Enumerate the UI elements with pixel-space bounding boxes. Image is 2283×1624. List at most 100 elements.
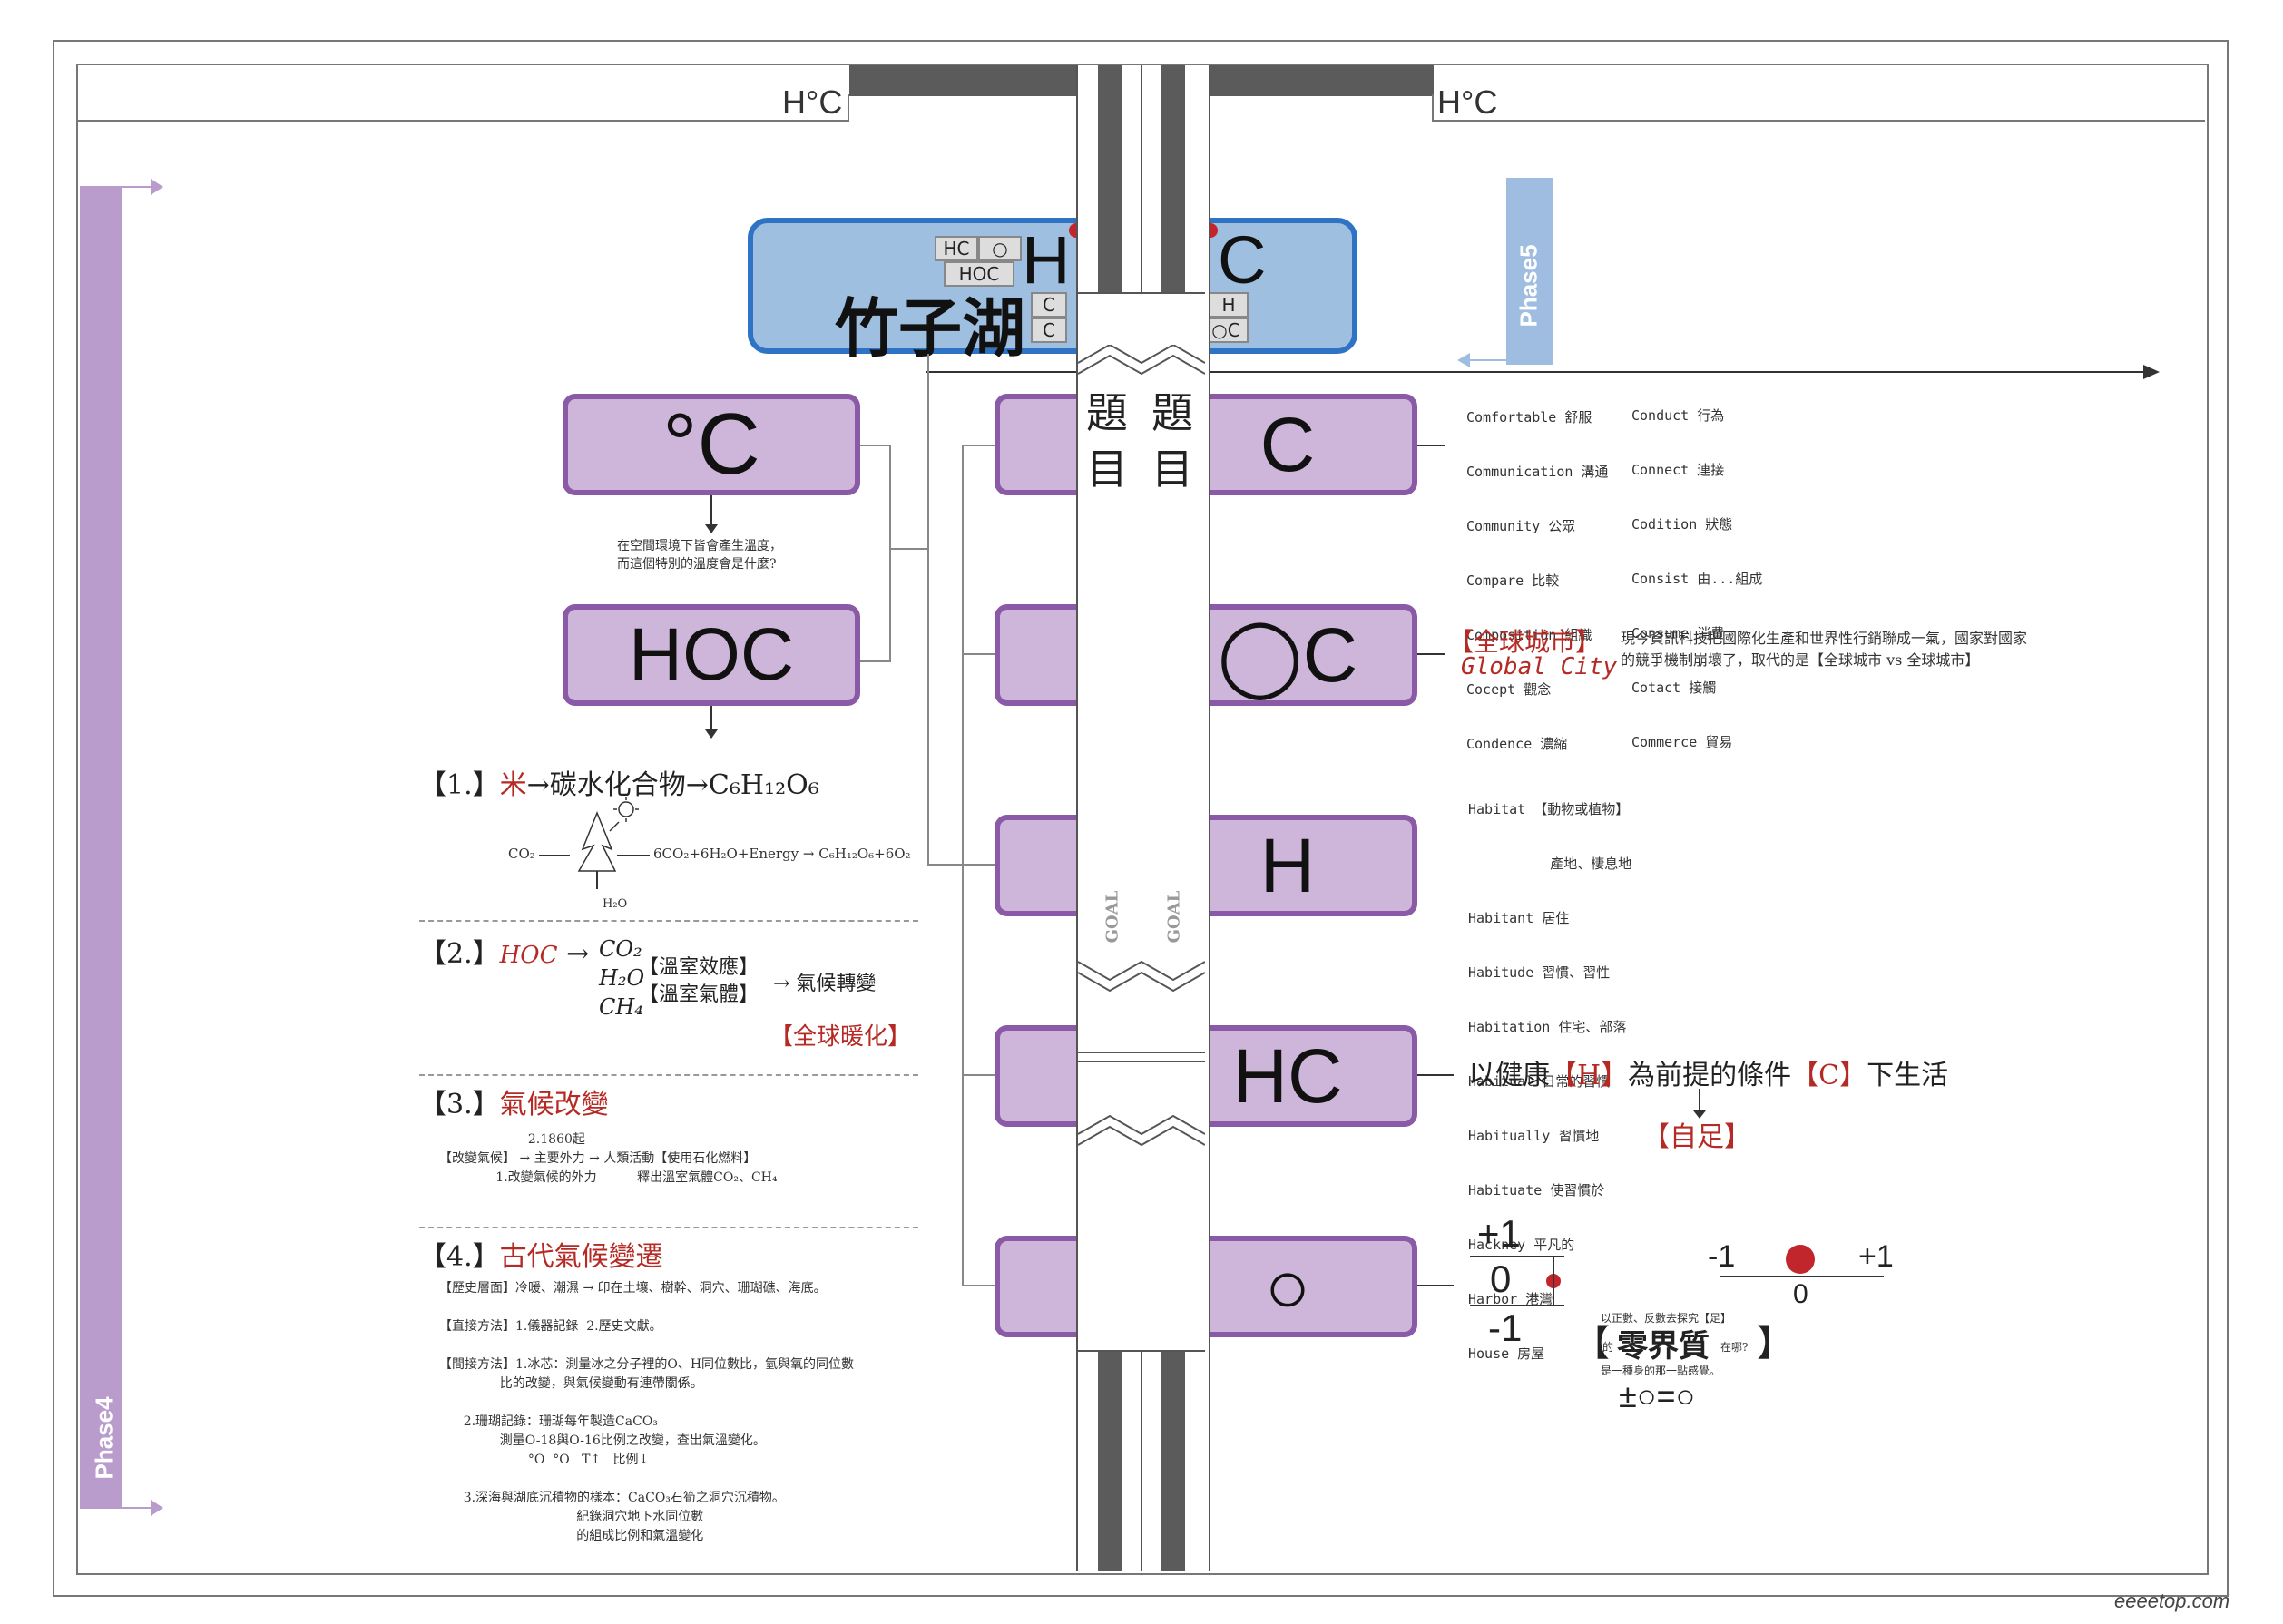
section3-title: 【3.】氣候改變 bbox=[419, 1081, 609, 1121]
tree-right-to-c bbox=[962, 445, 996, 446]
section3-divider bbox=[419, 1227, 918, 1228]
vocab-h-item: Habituate 使習慣於 bbox=[1468, 1182, 1605, 1198]
section2-divider bbox=[419, 1074, 918, 1076]
section1-title: 【1.】米→碳水化合物→C₆H₁₂O₆ bbox=[419, 762, 819, 802]
section4-title: 【4.】古代氣候變遷 bbox=[419, 1234, 663, 1274]
section3-num: 【3.】 bbox=[419, 1089, 500, 1120]
global-city-desc: 現今資訊科技把國際化生產和世界性行銷聯成一氣，國家對國家 的競爭機制崩壞了，取代… bbox=[1621, 630, 2028, 669]
tree-right-trunk bbox=[927, 548, 929, 866]
degree-c-arrow bbox=[710, 495, 712, 528]
section3-lines: 2.1860起 【改變氣候】 → 主要外力 → 人類活動【使用石化燃料】 1.改… bbox=[439, 1132, 778, 1185]
connector-o-zero bbox=[1417, 1285, 1454, 1286]
connector-hc-health bbox=[1417, 1074, 1454, 1076]
degree-c-arrow-head bbox=[705, 524, 718, 533]
section2-result: → 氣候轉變 bbox=[773, 973, 877, 995]
zero-formula: ±○=○ bbox=[1619, 1377, 1696, 1414]
box-degree-c: °C bbox=[563, 394, 860, 495]
vocab-c-item: Connect 連接 bbox=[1631, 462, 1725, 478]
section4-title-red: 古代氣候變遷 bbox=[499, 1241, 663, 1273]
health-line: 以健康【H】為前提的條件【C】下生活 bbox=[1468, 1052, 1948, 1092]
vocab-h-item: Habitant 居住 bbox=[1468, 910, 1570, 926]
health-mid: 為前提的條件 bbox=[1628, 1060, 1792, 1091]
axis-zero: 0 bbox=[1793, 1279, 1808, 1309]
header-tab-right-edge bbox=[1432, 94, 1434, 122]
vocab-h-item: House 房屋 bbox=[1468, 1345, 1545, 1362]
title-main: 竹子湖 bbox=[835, 290, 1025, 366]
header-tab-right bbox=[1207, 65, 1434, 96]
vocab-h-item: Harbor 港灣 bbox=[1468, 1291, 1553, 1307]
header-line-left bbox=[76, 120, 849, 122]
box-cycle-c-label: ◯C bbox=[1217, 612, 1358, 698]
logo-right: H°C bbox=[1437, 83, 1498, 121]
header-tab-left bbox=[849, 65, 1076, 96]
tree-right-to-oc bbox=[962, 653, 996, 655]
connector-c-vocab bbox=[1417, 445, 1445, 446]
tree-right-to-o bbox=[962, 1285, 996, 1286]
section2-gas-ch4: CH₄ bbox=[599, 994, 643, 1020]
section2-gas-h2o: H₂O bbox=[599, 965, 645, 991]
zero-title: 零界質 bbox=[1617, 1328, 1710, 1365]
health-arrow bbox=[1699, 1089, 1700, 1114]
section1-tree-icon bbox=[577, 797, 639, 889]
zero-bracket-right: 】 bbox=[1757, 1323, 1793, 1365]
phase5-arrow-head bbox=[1457, 353, 1470, 367]
timeline-line bbox=[926, 371, 2146, 373]
axis-plus1: +1 bbox=[1858, 1239, 1894, 1274]
zero-where: 在哪? bbox=[1720, 1341, 1749, 1354]
vocab-h-item: Hackney 平凡的 bbox=[1468, 1237, 1575, 1253]
vocab-c-item: Consume 消費 bbox=[1631, 625, 1725, 641]
tree-left-join bbox=[889, 548, 929, 550]
section2-gas-co2: CO₂ bbox=[599, 936, 642, 962]
zero-line-top bbox=[1470, 1256, 1564, 1257]
zero-line-bottom bbox=[1470, 1305, 1564, 1306]
title-chip-c2: C bbox=[1031, 318, 1067, 343]
inner-frame bbox=[76, 64, 2209, 1575]
health-tag: 【自足】 bbox=[1642, 1121, 1751, 1153]
vocab-c-item: Communication 溝通 bbox=[1466, 464, 1609, 480]
zero-of: 的 bbox=[1602, 1341, 1614, 1354]
strip-bar-2 bbox=[1161, 65, 1185, 292]
tree-trunk-top bbox=[927, 354, 929, 550]
health-post: 下生活 bbox=[1867, 1060, 1949, 1091]
phase5-bar bbox=[1506, 178, 1553, 365]
vocab-c-item: Comfortable 舒服 bbox=[1466, 409, 1592, 426]
axis-line bbox=[1720, 1276, 1884, 1277]
header-tab-left-edge bbox=[848, 94, 849, 122]
strip-title-left: 題目 bbox=[1086, 388, 1128, 494]
zero-small-top: 以正數、反數去探究【足】 bbox=[1601, 1312, 1732, 1325]
section2-gases: CO₂ H₂O CH₄ bbox=[599, 934, 644, 1022]
section2-num: 【2.】 bbox=[419, 938, 500, 970]
title-chip-oc: ○C bbox=[1203, 318, 1249, 343]
section2-bracket1: 【溫室效應】 bbox=[639, 956, 759, 979]
vocab-h-item: Habitat 【動物或植物】 bbox=[1468, 801, 1630, 817]
title-big-h: H bbox=[1022, 222, 1071, 298]
global-city-title: 【全球城市】 bbox=[1448, 627, 1602, 657]
phase4-arrow-top bbox=[122, 186, 158, 188]
strip-bar-4 bbox=[1161, 1348, 1185, 1571]
section1-formula-arrow bbox=[617, 855, 650, 856]
section1-h2o: H₂O bbox=[603, 897, 628, 911]
zero-bracket-left: 【 bbox=[1573, 1323, 1610, 1365]
section1-divider bbox=[419, 920, 918, 922]
logo-left: H°C bbox=[782, 83, 843, 121]
vocab-c-item: Condence 濃縮 bbox=[1466, 736, 1568, 752]
strip-goal-left: GOAL bbox=[1102, 890, 1122, 944]
strip-bar-3 bbox=[1098, 1348, 1122, 1571]
section1-title-red: 米 bbox=[499, 769, 527, 801]
section2-bracket2: 【溫室氣體】 bbox=[639, 983, 759, 1006]
title-chip-c1: C bbox=[1031, 292, 1067, 318]
title-chip-hc: HC bbox=[935, 236, 978, 261]
section1-co2: CO₂ bbox=[508, 846, 535, 862]
section2-tag: 【全球暖化】 bbox=[769, 1023, 912, 1051]
axis-dot bbox=[1786, 1245, 1815, 1274]
health-pre: 以健康 bbox=[1468, 1060, 1550, 1091]
vocab-c-item: Codition 狀態 bbox=[1631, 516, 1733, 533]
section1-title-rest: →碳水化合物→C₆H₁₂O₆ bbox=[526, 769, 819, 801]
global-city-subtitle: Global City bbox=[1461, 653, 1618, 680]
vocab-c-item: Commerce 貿易 bbox=[1631, 734, 1733, 750]
hoc-arrow-head bbox=[705, 729, 718, 739]
box-c-label: C bbox=[1259, 401, 1316, 487]
header-line-right bbox=[1434, 120, 2205, 122]
vocab-c-item: Community 公眾 bbox=[1466, 518, 1576, 534]
phase4-arrow-bottom-head bbox=[151, 1500, 163, 1516]
